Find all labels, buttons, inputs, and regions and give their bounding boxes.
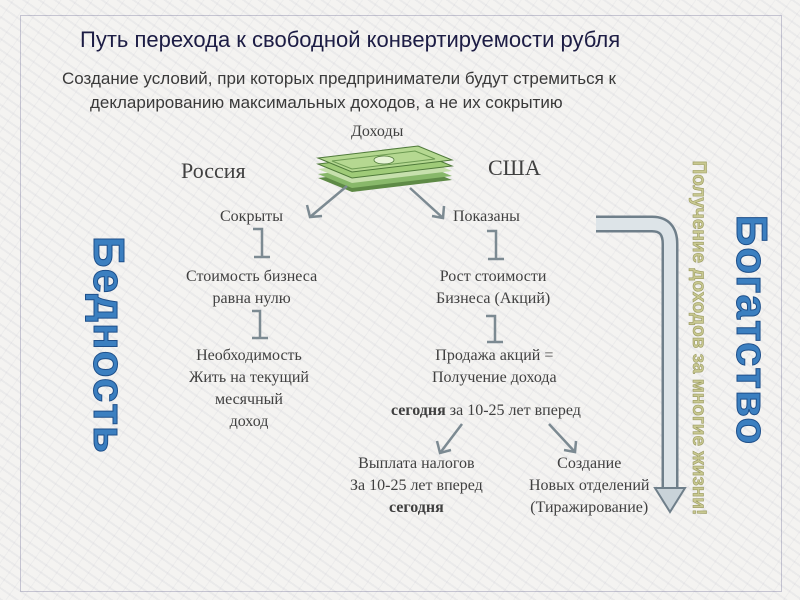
- timing-line: сегодня за 10-25 лет вперед: [391, 400, 581, 422]
- share-sale: Продажа акций = Получение дохода: [432, 345, 557, 389]
- poverty-wordart: Бедность: [84, 236, 134, 455]
- business-value-zero: Стоимость бизнеса равна нулю: [186, 266, 317, 310]
- necessity-line-3: месячный: [214, 391, 283, 408]
- growth-of-value: Рост стоимости Бизнеса (Акций): [436, 266, 550, 310]
- arrow-to-shown: [409, 187, 446, 220]
- hidden-label: Сокрыты: [220, 208, 283, 225]
- business-value-line-1: Стоимость бизнеса: [186, 268, 318, 285]
- arrow-growth-to-sale: [486, 314, 503, 344]
- shown-label: Показаны: [453, 208, 520, 225]
- tax-line-2: За 10-25 лет вперед: [350, 477, 483, 494]
- necessity-monthly-income: Необходимость Жить на текущий месячный д…: [189, 345, 309, 433]
- arrow-value-to-necessity: [252, 309, 268, 340]
- arrow-shown-to-growth: [487, 229, 504, 261]
- subtitle-line-2: декларированию максимальных доходов, а н…: [90, 93, 563, 112]
- necessity-line-1: Необходимость: [196, 347, 302, 364]
- branches-line-3: (Тиражирование): [530, 499, 649, 516]
- lifelong-income-wordart: Получение доходов за многие жизни!: [688, 160, 710, 516]
- arrow-to-taxes: [435, 423, 463, 455]
- slide-frame: [20, 15, 782, 592]
- necessity-line-4: доход: [229, 413, 269, 430]
- arrow-hidden-to-value: [253, 227, 270, 259]
- new-branches: Создание Новых отделений (Тиражирование): [529, 453, 649, 519]
- arrow-to-branches: [548, 423, 578, 454]
- wealth-bend-arrow: [596, 215, 687, 514]
- necessity-line-2: Жить на текущий: [189, 369, 309, 386]
- branches-line-1: Создание: [557, 455, 622, 472]
- wealth-wordart: Богатство: [727, 214, 777, 446]
- russia-label: Россия: [181, 158, 246, 183]
- tax-line-1: Выплата налогов: [358, 455, 475, 472]
- arrow-to-hidden: [305, 185, 348, 219]
- growth-line-1: Рост стоимости: [439, 268, 547, 285]
- growth-line-2: Бизнеса (Акций): [436, 290, 551, 307]
- timing-rest: за 10-25 лет вперед: [445, 402, 581, 419]
- subtitle-line-1: Создание условий, при которых предприним…: [62, 69, 616, 88]
- share-sale-line-1: Продажа акций =: [435, 347, 554, 364]
- share-sale-line-2: Получение дохода: [432, 369, 557, 386]
- usa-label: США: [488, 155, 541, 180]
- slide-title: Путь перехода к свободной конвертируемос…: [80, 27, 621, 52]
- root-income-label: Доходы: [351, 123, 404, 140]
- money-stack-icon: [316, 145, 454, 192]
- tax-line-3: сегодня: [389, 499, 444, 516]
- subtitle: Создание условий, при которых предприним…: [62, 67, 752, 115]
- business-value-line-2: равна нулю: [212, 290, 291, 307]
- timing-today: сегодня: [391, 402, 446, 419]
- tax-payment: Выплата налогов За 10-25 лет вперед сего…: [350, 453, 483, 519]
- branches-line-2: Новых отделений: [529, 477, 650, 494]
